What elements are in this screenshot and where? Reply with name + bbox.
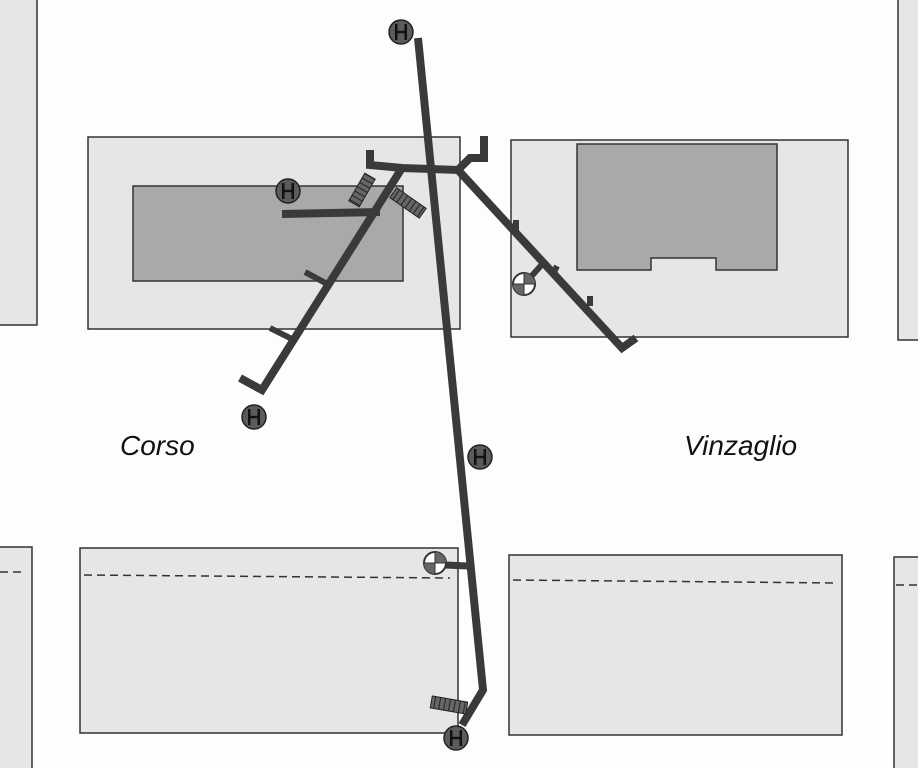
block-bottom-left xyxy=(79,547,459,734)
main-line xyxy=(414,37,488,728)
hatched-connector-icon xyxy=(389,187,427,219)
branch-left xyxy=(238,165,406,396)
stop-markers xyxy=(241,19,493,751)
building-top-right xyxy=(576,143,778,271)
hatched-connector-icon xyxy=(429,695,469,715)
H-stop-icon xyxy=(241,404,267,430)
block-right-edge-top xyxy=(897,0,918,341)
pipe-network xyxy=(238,37,639,728)
H-stop-icon xyxy=(275,178,301,204)
H-stop-icon xyxy=(467,444,493,470)
junction-wheel-icon xyxy=(423,551,447,575)
street-label-vinzaglio: Vinzaglio xyxy=(684,430,798,461)
street-label-corso: Corso xyxy=(120,430,195,461)
block-right-edge-bottom xyxy=(893,556,918,768)
block-left-edge-bottom xyxy=(0,546,33,768)
H-stop-icon xyxy=(388,19,414,45)
hatched-connectors xyxy=(348,172,469,715)
junction-wheel-icon xyxy=(512,272,536,296)
block-left-edge-top xyxy=(0,0,38,326)
H-stop-icon xyxy=(443,725,469,751)
block-bottom-right xyxy=(508,554,843,736)
junction-wheels xyxy=(423,272,536,575)
hatched-connector-icon xyxy=(348,172,376,208)
branch-right xyxy=(455,167,639,354)
